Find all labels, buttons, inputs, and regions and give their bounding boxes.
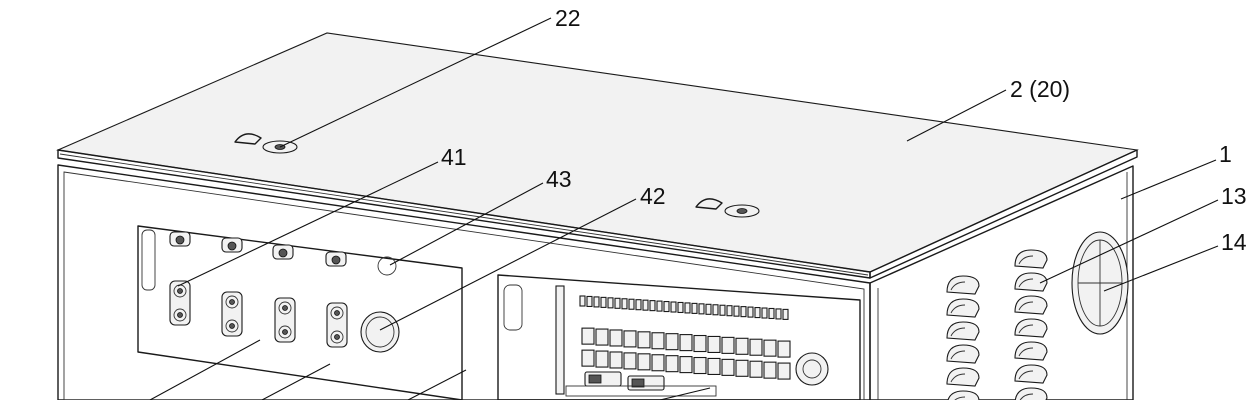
leader-42 [379,198,637,331]
vent-louver [946,344,980,364]
ref-label-41: 41 [441,144,467,170]
vent-louver [1014,318,1048,338]
connector-array [169,231,348,348]
vent-louver [1014,295,1048,315]
vent-louver [946,275,980,295]
ref-label-13: 13 [1221,183,1247,209]
connector-3 [274,297,296,343]
terminal-row-1 [579,295,789,320]
terminal-row-3 [581,349,791,380]
leader-bottom-1 [149,339,261,400]
cable-gland [360,311,400,353]
side-round-port [1071,231,1129,335]
vent-louver [1014,341,1048,361]
connector-2 [221,291,243,337]
connector-1 [169,280,191,326]
leader-1 [1120,159,1217,200]
vent-louver [1014,364,1048,384]
connector-top-4 [325,251,347,267]
right-window [497,274,861,400]
module-knob [795,352,829,386]
vent-louver [1014,387,1048,400]
leader-bottom-4 [659,387,711,400]
lid-lock-right [695,198,760,218]
small-round-port [377,256,397,276]
connector-4 [326,302,348,348]
ref-label-1: 1 [1219,141,1232,167]
leader-14 [1103,245,1219,292]
leader-13 [1039,199,1219,284]
leader-43 [389,182,544,266]
ref-label-14: 14 [1221,229,1247,255]
front-face [57,164,871,400]
connector-top-3 [272,244,294,260]
leader-lines [149,17,1219,400]
ref-label-22: 22 [555,5,581,31]
leader-bottom-2 [261,363,331,400]
leader-41 [177,161,439,287]
connector-top-1 [169,231,191,247]
leader-2-20 [906,89,1007,142]
terminal-row-2 [581,327,791,358]
io-modules [565,371,717,397]
ref-label-2-20: 2 (20) [1010,76,1071,102]
ref-label-43: 43 [546,166,572,192]
ref-label-42: 42 [640,183,666,209]
connector-top-2 [221,237,243,253]
lid [56,32,1139,279]
vent-louver [1014,249,1048,269]
side-vent-array [946,249,1048,400]
leader-bottom-3 [407,369,467,400]
terminal-block-array [565,295,791,397]
vent-louver [1014,272,1048,292]
leader-22 [279,17,552,148]
vent-louver [946,298,980,318]
vent-louver [946,321,980,341]
left-window [137,225,463,400]
vent-louver [946,367,980,387]
vent-louver [947,390,980,400]
